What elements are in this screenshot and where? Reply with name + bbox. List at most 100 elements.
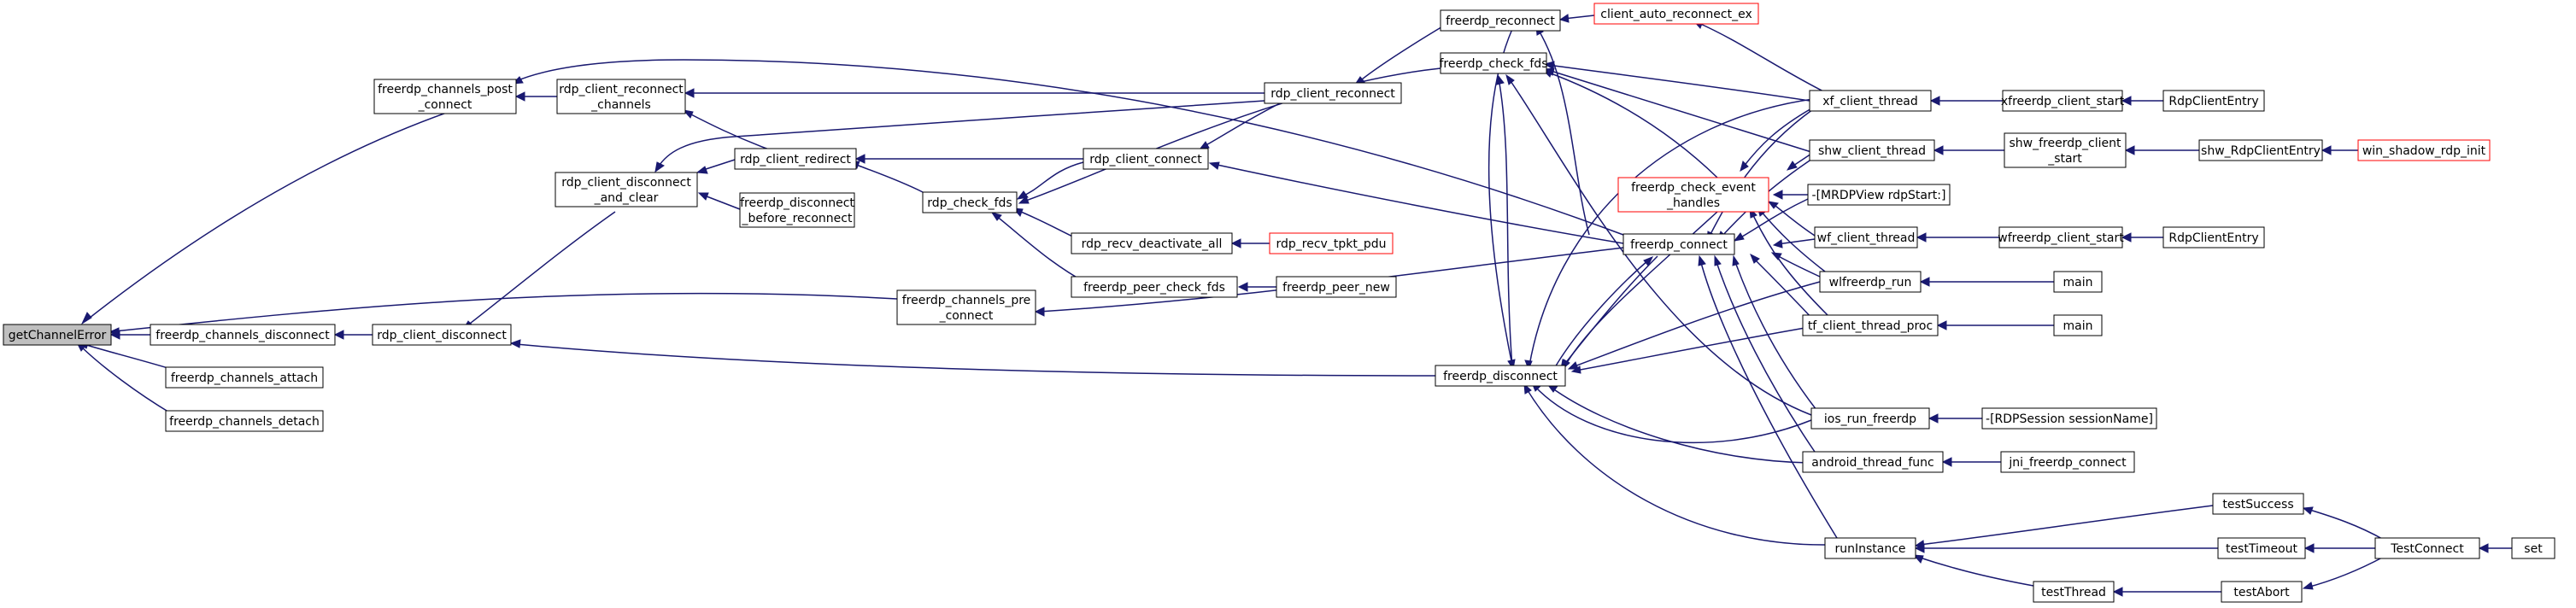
node-xf-client-thread[interactable]: xf_client_thread [1809,90,1932,112]
node-label: _connect [939,309,994,323]
node-label: wf_client_thread [1817,231,1916,245]
node-testsuccess[interactable]: testSuccess [2212,493,2304,515]
edge-shw-thread-to-check-fds [1543,67,1812,153]
edge-testconnect-to-testabort [2302,556,2385,590]
node-rdpcliententry-x[interactable]: RdpClientEntry [2162,90,2265,112]
node-freerdp-channels-disconnect[interactable]: freerdp_channels_disconnect [150,324,336,346]
node-mrdpview-rdpstart[interactable]: -[MRDPView rdpStart:] [1807,184,1951,206]
node-label: freerdp_disconnect [740,196,854,210]
node-main-tf[interactable]: main [2053,314,2103,336]
node-wf-client-thread[interactable]: wf_client_thread [1814,226,1918,248]
node-getchannelerror[interactable]: getChannelError [3,324,112,346]
node-label: testAbort [2233,586,2290,599]
node-wlfreerdp-run[interactable]: wlfreerdp_run [1819,271,1922,293]
node-rdp-client-disconnect[interactable]: rdp_client_disconnect [372,324,512,346]
edge-wl-to-freerdp-disconnect [1567,281,1821,370]
node-rdp-client-reconnect[interactable]: rdp_client_reconnect [1264,82,1402,104]
node-shw-rdpcliententry[interactable]: shw_RdpClientEntry [2198,139,2323,161]
node-label: win_shadow_rdp_init [2362,144,2486,158]
node-shw-freerdp-client-start[interactable]: shw_freerdp_client_start [2004,132,2127,168]
node-client-auto-reconnect-ex[interactable]: client_auto_reconnect_ex [1593,3,1759,25]
node-freerdp-peer-check-fds[interactable]: freerdp_peer_check_fds [1071,276,1238,298]
node-freerdp-reconnect[interactable]: freerdp_reconnect [1440,9,1561,32]
node-label: jni_freerdp_connect [2008,456,2127,470]
edge-reconnect-channels-to-post-connect [514,91,557,102]
edge-rdp-client-disconnect-to-channels-disconnect [333,330,373,340]
node-rdp-client-disconnect-and-clear[interactable]: rdp_client_disconnect_and_clear [555,172,698,208]
edge-xfreerdp-start-to-xf-thread [1929,96,2003,106]
node-testabort[interactable]: testAbort [2221,581,2303,603]
node-jni-freerdp-connect[interactable]: jni_freerdp_connect [2000,451,2135,473]
edge-xf-thread-to-auto-reconnect [1692,20,1829,95]
edge-testconnect-to-testtimeout [2303,543,2375,553]
node-freerdp-channels-post-connect[interactable]: freerdp_channels_post_connect [373,79,517,114]
edge-rdpclient-w-to-wfreerdp-start [2121,232,2163,243]
node-label: freerdp_channels_attach [171,371,318,385]
node-rdp-client-reconnect-channels[interactable]: rdp_client_reconnect _channels [556,79,686,114]
node-label: testThread [2041,586,2106,599]
edge-mrdpview-to-freerdp-connect [1733,197,1810,242]
node-label: rdp_client_reconnect [559,83,684,96]
node-set[interactable]: set [2511,537,2555,559]
edge-pre-connect-to-getchannelerror [108,292,898,336]
node-freerdp-connect[interactable]: freerdp_connect [1622,233,1735,255]
node-shw-client-thread[interactable]: shw_client_thread [1809,139,1935,161]
node-main-wl[interactable]: main [2053,271,2103,293]
node-freerdp-channels-attach[interactable]: freerdp_channels_attach [165,366,324,389]
node-ios-run-freerdp[interactable]: ios_run_freerdp [1810,407,1930,430]
node-win-shadow-rdp-init[interactable]: win_shadow_rdp_init [2357,139,2491,161]
node-label: main [2063,319,2093,333]
edge-shw-entry-to-shw-start [2124,145,2199,155]
edge-freerdp-check-fds-to-rdp-check-fds [1018,67,1441,204]
edge-win-shadow-to-shw-entry [2321,145,2358,155]
node-label: freerdp_check_fds [1440,57,1548,71]
node-freerdp-disconnect-before-reconnect[interactable]: freerdp_disconnect_before_reconnect [739,192,855,228]
node-label: freerdp_reconnect [1446,15,1555,28]
node-label: set [2524,542,2543,556]
edge-channels-detach-to-getchannelerror [75,342,172,414]
node-testthread[interactable]: testThread [2033,581,2115,603]
edge-android-to-freerdp-disconnect [1546,384,1810,464]
node-freerdp-peer-new[interactable]: freerdp_peer_new [1276,276,1397,298]
node-label: rdp_client_reconnect [1270,87,1395,101]
node-rdp-client-redirect[interactable]: rdp_client_redirect [734,148,857,170]
node-label: xf_client_thread [1822,95,1918,108]
node-rdp-check-fds[interactable]: rdp_check_fds [922,191,1018,213]
node-label: testSuccess [2222,498,2293,512]
node-label: freerdp_channels_post [378,83,513,96]
edge-redirect-to-disconnect-and-clear [695,159,736,174]
node-rdp-client-connect[interactable]: rdp_client_connect [1083,148,1209,170]
node-rdp-recv-deactivate-all[interactable]: rdp_recv_deactivate_all [1071,232,1233,254]
node-freerdp-check-fds[interactable]: freerdp_check_fds [1440,52,1548,74]
edge-peer-new-to-peer-check-fds [1237,282,1276,292]
node-rdp-recv-tpkt-pdu[interactable]: rdp_recv_tpkt_pdu [1269,232,1394,254]
call-nodes: getChannelError freerdp_channels_disconn… [3,3,2555,603]
node-testconnect[interactable]: TestConnect [2374,537,2480,559]
edge-xf-thread-to-event-handles [1740,107,1814,172]
node-xfreerdp-client-start[interactable]: xfreerdp_client_start [2001,90,2125,112]
edge-client-connect-to-check-fds [1016,161,1084,200]
node-label: shw_RdpClientEntry [2201,144,2321,158]
node-wfreerdp-client-start[interactable]: wfreerdp_client_start [1998,226,2124,248]
node-testtimeout[interactable]: testTimeout [2217,537,2306,559]
node-freerdp-channels-detach[interactable]: freerdp_channels_detach [165,410,324,432]
node-label: _start [2047,152,2082,166]
node-rdpsession-sessionname[interactable]: -[RDPSession sessionName] [1981,407,2157,430]
edge-channels-attach-to-getchannelerror [77,341,172,370]
node-freerdp-disconnect[interactable]: freerdp_disconnect [1435,365,1566,387]
edge-post-connect-to-getchannelerror [80,95,500,325]
node-label: -[MRDPView rdpStart:] [1812,189,1946,202]
edge-wl-to-freerdp-connect [1770,252,1821,278]
edge-freerdp-disconnect-to-check-fds [1496,73,1513,368]
node-label: _channels [590,98,651,112]
node-freerdp-check-event-handles[interactable]: freerdp_check_event_handles [1617,177,1769,213]
node-runinstance[interactable]: runInstance [1824,537,1916,559]
node-freerdp-channels-pre-connect[interactable]: freerdp_channels_pre_connect [896,289,1036,325]
node-android-thread-func[interactable]: android_thread_func [1802,451,1944,473]
edge-shw-thread-to-event-handles [1786,153,1812,171]
node-tf-client-thread-proc[interactable]: tf_client_thread_proc [1802,314,1939,336]
node-label: wfreerdp_client_start [1998,231,2124,245]
edge-check-fds-to-redirect [848,161,924,193]
node-label: xfreerdp_client_start [2001,95,2125,108]
node-rdpcliententry-w[interactable]: RdpClientEntry [2162,226,2265,248]
